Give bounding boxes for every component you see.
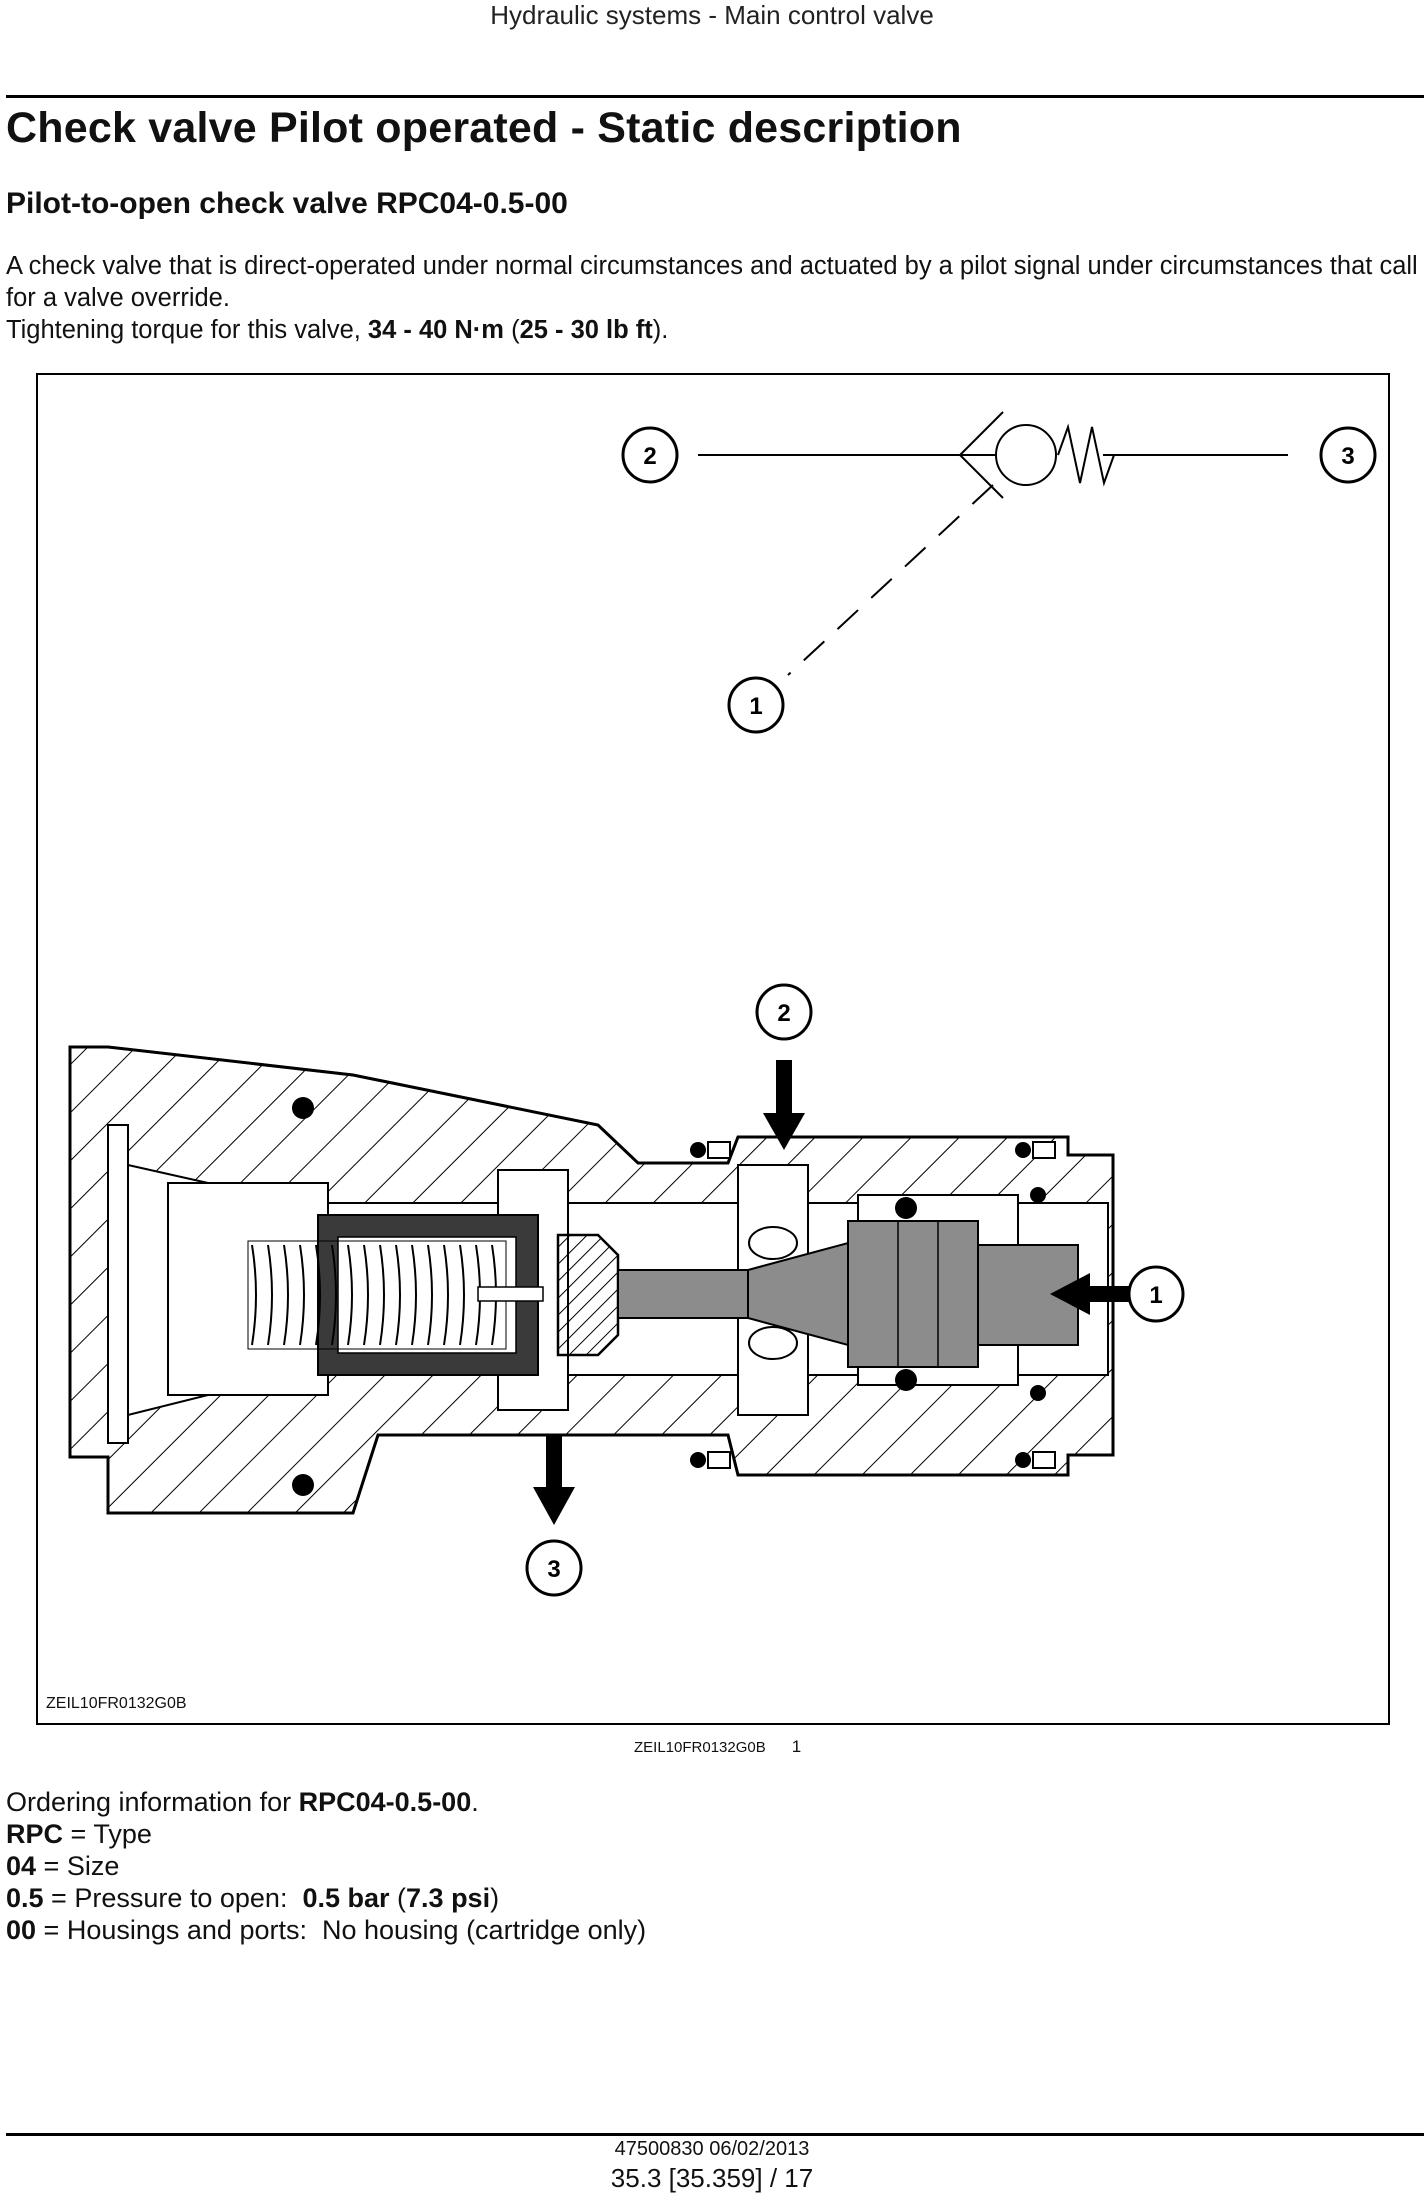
symbol-pilot-line: [787, 484, 994, 676]
arrow-port-2-shaft: [776, 1060, 792, 1115]
symbol-ball: [995, 424, 1057, 486]
symbol-seat: [958, 411, 1004, 499]
ordering-code: 04: [6, 1851, 37, 1881]
svg-text:3: 3: [547, 1556, 560, 1583]
arrow-port-3-shaft: [546, 1435, 562, 1490]
spring-guide: [477, 1286, 544, 1302]
ordering-text: Size: [66, 1851, 120, 1881]
arrow-port-2-head: [763, 1113, 805, 1150]
poppet-head: [556, 1233, 620, 1357]
torque-suffix: ).: [652, 316, 669, 344]
footer-doc-ref: 47500830 06/02/2013: [614, 2138, 810, 2160]
callout-symbol-port-2: 2: [621, 426, 679, 484]
flow-arrows: [533, 1060, 1153, 1525]
backup-rings: [707, 1141, 1056, 1469]
ordering-sep: =: [63, 1819, 94, 1849]
ordering-item-type: RPC = Type: [6, 1818, 646, 1850]
ordering-text: Type: [93, 1819, 152, 1849]
ordering-sep: =: [43, 1883, 75, 1913]
figure-image-code: ZEIL10FR0132G0B: [46, 1695, 187, 1712]
running-header: Hydraulic systems - Main control valve: [490, 0, 934, 30]
svg-text:1: 1: [749, 693, 762, 720]
section-subtitle: Pilot-to-open check valve RPC04-0.5-00: [6, 187, 568, 220]
ordering-intro-suffix: .: [471, 1787, 479, 1817]
callout-symbol-pilot-1: 1: [727, 676, 785, 734]
arrow-pilot-head: [1050, 1273, 1090, 1315]
ordering-intro-prefix: Ordering information for: [6, 1787, 299, 1817]
port-hole-upper: [748, 1226, 798, 1260]
torque-lbft: 25 - 30 lb ft: [519, 316, 653, 344]
ordering-text: Pressure to open:: [74, 1883, 303, 1913]
torque-paren: (: [503, 316, 520, 344]
housing-face: [107, 1124, 129, 1444]
caption-number: 1: [791, 1737, 802, 1756]
intro-text: A check valve that is direct-operated un…: [6, 250, 1422, 346]
ordering-item-size: 04 = Size: [6, 1850, 646, 1882]
ordering-code: 0.5: [6, 1883, 44, 1913]
ordering-sep: =: [36, 1915, 67, 1945]
valve-cross-section: [68, 1045, 1153, 1525]
pressure-bar: 0.5 bar: [302, 1883, 390, 1913]
torque-nm: 34 - 40 N·m: [367, 316, 504, 344]
figure-caption: ZEIL10FR0132G0B 1: [634, 1737, 801, 1757]
header-rule: [6, 95, 1424, 98]
o-rings: [292, 1097, 1046, 1496]
callout-section-port-2: 2: [755, 983, 813, 1041]
ordering-sep: =: [36, 1851, 67, 1881]
valve-figure: 2 3 1: [36, 373, 1390, 1725]
pressure-paren-close: ): [490, 1883, 500, 1913]
poppet-stem: [617, 1269, 749, 1319]
page-title: Check valve Pilot operated - Static desc…: [6, 104, 962, 152]
pilot-piston: [847, 1220, 979, 1368]
pressure-psi: 7.3 psi: [406, 1883, 491, 1913]
callout-section-pilot-1: 1: [1127, 1265, 1185, 1323]
ordering-item-pressure: 0.5 = Pressure to open: 0.5 bar (7.3 psi…: [6, 1882, 646, 1914]
ordering-item-housing: 00 = Housings and ports: No housing (car…: [6, 1914, 646, 1946]
svg-text:3: 3: [1341, 443, 1354, 470]
symbol-spring: [1057, 423, 1115, 487]
ordering-intro: Ordering information for RPC04-0.5-00.: [6, 1786, 646, 1818]
ordering-code: 00: [6, 1915, 37, 1945]
caption-code: ZEIL10FR0132G0B: [634, 1739, 766, 1756]
intro-paragraph: A check valve that is direct-operated un…: [6, 252, 1418, 312]
check-valve-symbol: [698, 411, 1288, 676]
ordering-model: RPC04-0.5-00: [298, 1787, 472, 1817]
ordering-information: Ordering information for RPC04-0.5-00. R…: [6, 1786, 646, 1946]
footer-rule: [6, 2133, 1424, 2136]
svg-text:2: 2: [643, 443, 656, 470]
valve-illustration: 2 3 1: [68, 411, 1377, 1597]
arrow-port-3-head: [533, 1487, 575, 1525]
footer-page-ref: 35.3 [35.359] / 17: [610, 2163, 814, 2193]
torque-prefix: Tightening torque for this valve,: [6, 316, 368, 344]
ordering-code: RPC: [6, 1819, 64, 1849]
callout-symbol-port-3: 3: [1319, 426, 1377, 484]
callout-section-port-3: 3: [525, 1539, 583, 1597]
svg-text:1: 1: [1149, 1282, 1162, 1309]
svg-text:2: 2: [777, 1000, 790, 1027]
port-hole-lower: [748, 1326, 798, 1360]
ordering-text: Housings and ports: No housing (cartridg…: [66, 1915, 647, 1945]
pressure-paren: (: [389, 1883, 407, 1913]
